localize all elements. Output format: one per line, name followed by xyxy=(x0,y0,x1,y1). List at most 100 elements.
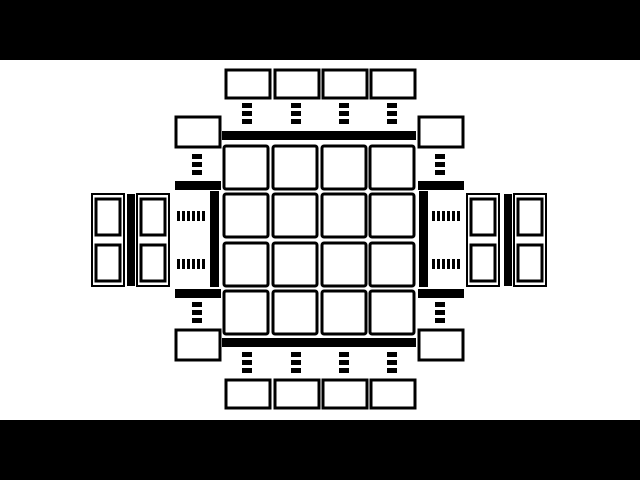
right-connector-segment xyxy=(437,211,440,221)
grid-diagram xyxy=(0,60,640,420)
left-connector-segment xyxy=(187,259,190,269)
top-module xyxy=(369,68,417,100)
top-module xyxy=(273,68,321,100)
grid-cell xyxy=(368,192,416,239)
top-connector-segment xyxy=(291,103,301,108)
bottom-connector-segment xyxy=(387,352,397,357)
top-connector-segment xyxy=(242,119,252,124)
bottom-connector-segment xyxy=(339,352,349,357)
right-panel-divider xyxy=(504,194,512,286)
top-connector-segment xyxy=(387,119,397,124)
bottom-connector-segment xyxy=(291,360,301,365)
grid-cell xyxy=(320,241,368,288)
bottom-bus-bar xyxy=(222,338,416,347)
corner-module-bottom-right xyxy=(417,328,465,362)
grid-cell xyxy=(320,192,368,239)
grid-cell xyxy=(271,241,319,288)
bottom-connector-segment xyxy=(242,360,252,365)
left-connector-segment xyxy=(182,211,185,221)
corner-module-bottom-left xyxy=(174,328,222,362)
corner-module-top-right xyxy=(417,115,465,149)
right-connector-segment xyxy=(432,211,435,221)
corner-plate-top-right xyxy=(418,181,464,190)
right-connector-segment xyxy=(457,259,460,269)
grid-cell xyxy=(320,289,368,336)
grid-cell xyxy=(368,241,416,288)
bottom-connector-segment xyxy=(291,368,301,373)
grid-cell xyxy=(271,144,319,191)
top-connector-segment xyxy=(387,111,397,116)
top-connector-segment xyxy=(387,103,397,108)
grid-cell xyxy=(368,144,416,191)
right-outer-panel-lower xyxy=(516,243,544,283)
right-inner-panel-lower xyxy=(469,243,497,283)
left-connector-segment xyxy=(202,259,205,269)
bottom-connector-segment xyxy=(242,352,252,357)
corner-plate-bottom-right xyxy=(418,289,464,298)
corner-connector-segment xyxy=(435,170,445,175)
bottom-connector-segment xyxy=(291,352,301,357)
grid-cell xyxy=(368,289,416,336)
grid-cell xyxy=(222,144,270,191)
top-module xyxy=(224,68,272,100)
right-connector-segment xyxy=(432,259,435,269)
left-connector-segment xyxy=(177,259,180,269)
corner-connector-segment xyxy=(435,310,445,315)
letterbox-top-bar xyxy=(0,0,640,60)
bottom-connector-segment xyxy=(387,368,397,373)
left-connector-segment xyxy=(182,259,185,269)
top-module xyxy=(321,68,369,100)
right-outer-panel-upper xyxy=(516,197,544,237)
grid-cell xyxy=(222,241,270,288)
bottom-module xyxy=(369,378,417,410)
corner-module-top-left xyxy=(174,115,222,149)
right-inner-panel-upper xyxy=(469,197,497,237)
left-connector-segment xyxy=(192,259,195,269)
right-bus-bar xyxy=(419,191,428,287)
corner-connector-segment xyxy=(192,310,202,315)
left-connector-segment xyxy=(202,211,205,221)
left-connector-segment xyxy=(197,211,200,221)
bottom-module xyxy=(224,378,272,410)
left-connector-segment xyxy=(177,211,180,221)
grid-cell xyxy=(222,289,270,336)
corner-connector-segment xyxy=(192,162,202,167)
bottom-connector-segment xyxy=(242,368,252,373)
right-connector-segment xyxy=(452,211,455,221)
top-connector-segment xyxy=(291,111,301,116)
left-outer-panel-lower xyxy=(94,243,122,283)
top-connector-segment xyxy=(339,119,349,124)
bottom-connector-segment xyxy=(339,368,349,373)
diagram-canvas xyxy=(91,68,547,410)
corner-connector-segment xyxy=(192,302,202,307)
corner-connector-segment xyxy=(192,154,202,159)
left-inner-panel-upper xyxy=(139,197,167,237)
right-connector-segment xyxy=(442,211,445,221)
corner-connector-segment xyxy=(435,302,445,307)
left-outer-panel-upper xyxy=(94,197,122,237)
top-connector-segment xyxy=(339,103,349,108)
top-connector-segment xyxy=(242,111,252,116)
corner-connector-segment xyxy=(435,318,445,323)
top-connector-segment xyxy=(242,103,252,108)
top-connector-segment xyxy=(339,111,349,116)
grid-cell xyxy=(271,289,319,336)
corner-connector-segment xyxy=(192,170,202,175)
corner-connector-segment xyxy=(435,154,445,159)
grid-cell xyxy=(222,192,270,239)
right-connector-segment xyxy=(447,211,450,221)
right-connector-segment xyxy=(447,259,450,269)
bottom-connector-segment xyxy=(339,360,349,365)
bottom-module xyxy=(273,378,321,410)
grid-cell xyxy=(320,144,368,191)
corner-connector-segment xyxy=(192,318,202,323)
corner-plate-bottom-left xyxy=(175,289,221,298)
letterbox-bottom-bar xyxy=(0,420,640,480)
left-connector-segment xyxy=(192,211,195,221)
left-bus-bar xyxy=(210,191,219,287)
right-connector-segment xyxy=(452,259,455,269)
corner-plate-top-left xyxy=(175,181,221,190)
left-panel-divider xyxy=(127,194,135,286)
right-connector-segment xyxy=(442,259,445,269)
left-inner-panel-lower xyxy=(139,243,167,283)
